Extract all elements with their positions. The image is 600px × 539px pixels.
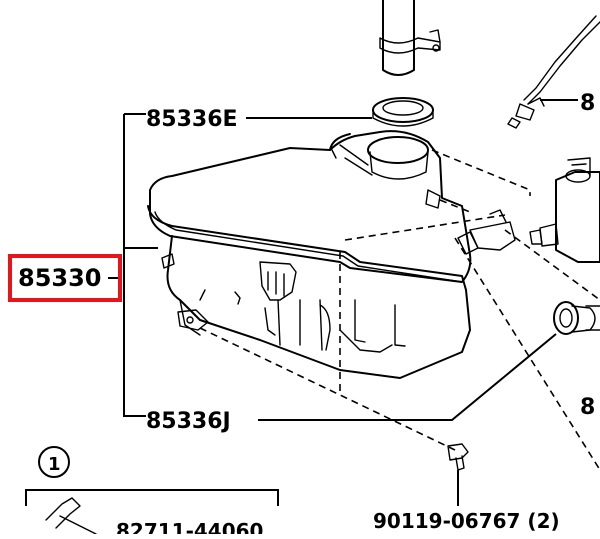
bolt (447, 443, 469, 506)
label-bolt: 90119-06767 (2) (373, 509, 560, 533)
highlight-85330[interactable]: 85330 (8, 254, 122, 302)
label-cap-e: 85336E (146, 107, 238, 132)
pump-bracket (457, 157, 600, 263)
leader-lines (123, 99, 578, 421)
label-tank-assembly: 85330 (18, 264, 102, 292)
circle-ref-number: 1 (48, 454, 61, 475)
label-right-mid: 8 (580, 395, 595, 420)
label-right-top: 8 (580, 91, 595, 116)
hose (507, 15, 600, 129)
label-grommet-j: 85336J (146, 409, 231, 434)
label-sub-part: 82711-44060 (116, 519, 263, 534)
highlight-box (8, 254, 122, 302)
cap-ring (372, 97, 434, 127)
grommet (553, 301, 600, 335)
washer-tank (147, 130, 472, 379)
filler-pipe (379, 0, 441, 76)
dashed-guides (199, 149, 600, 471)
sub-part-ref: 1 82711-44060 (25, 446, 279, 539)
